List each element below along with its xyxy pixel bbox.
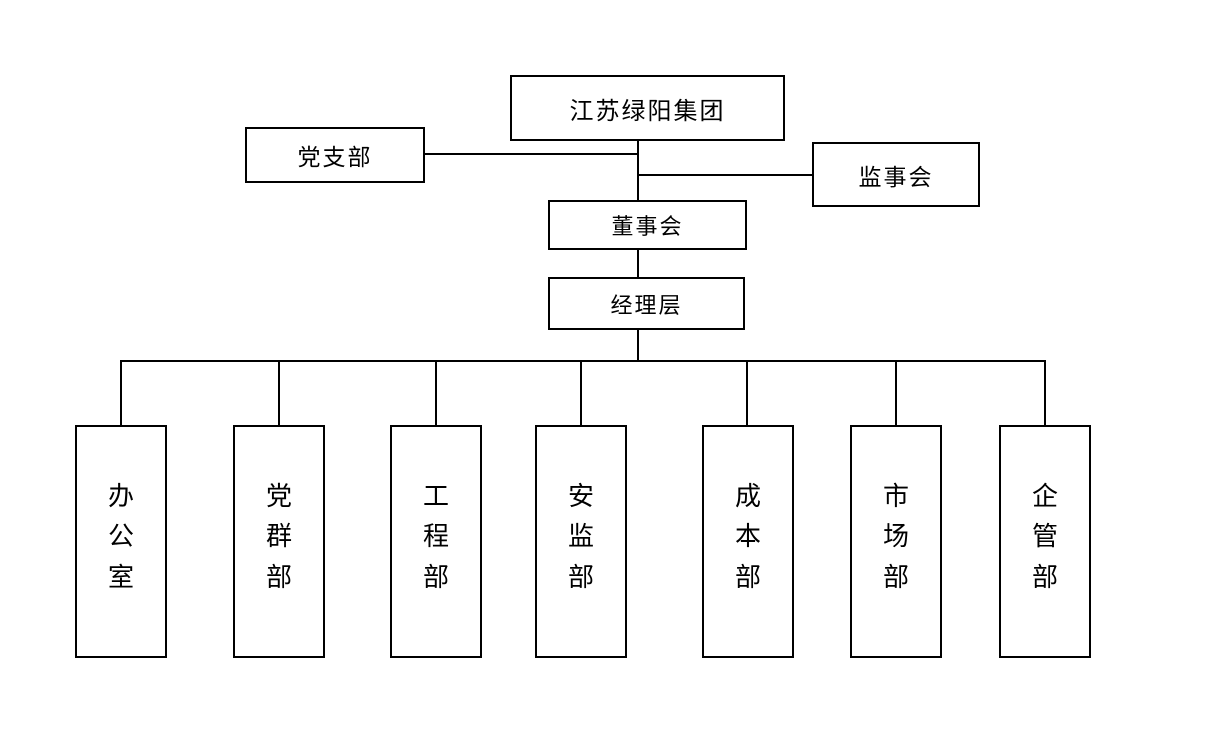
node-department-party-mass: 党群部 (233, 425, 325, 658)
connector-drop-office (120, 362, 122, 425)
node-department-office-label: 办公室 (107, 482, 134, 592)
connector-drop-safety (580, 362, 582, 425)
node-department-safety-label: 安监部 (567, 482, 594, 592)
connector-group-to-board (637, 141, 639, 201)
node-group-label: 江苏绿阳集团 (569, 98, 726, 125)
connector-board-to-management (637, 250, 639, 278)
connector-drop-cost (746, 362, 748, 425)
connector-drop-engineering (435, 362, 437, 425)
connector-drop-party-mass (278, 362, 280, 425)
node-board-of-directors: 董事会 (548, 200, 747, 250)
node-department-cost: 成本部 (702, 425, 794, 658)
node-department-market-label: 市场部 (882, 482, 909, 592)
connector-to-party-branch (425, 153, 639, 155)
node-department-market: 市场部 (850, 425, 942, 658)
node-department-office: 办公室 (75, 425, 167, 658)
node-supervisory-board: 监事会 (812, 142, 980, 207)
node-party-branch: 党支部 (245, 127, 425, 183)
node-department-cost-label: 成本部 (734, 482, 761, 592)
connector-management-to-rail (637, 328, 639, 362)
connector-drop-market (895, 362, 897, 425)
node-department-engineering: 工程部 (390, 425, 482, 658)
node-department-enterprise: 企管部 (999, 425, 1091, 658)
node-group: 江苏绿阳集团 (510, 75, 785, 141)
node-board-of-directors-label: 董事会 (611, 214, 684, 239)
node-management-level: 经理层 (548, 277, 745, 330)
node-department-engineering-label: 工程部 (422, 482, 449, 592)
connector-drop-enterprise (1044, 362, 1046, 425)
node-department-enterprise-label: 企管部 (1031, 482, 1058, 592)
node-management-level-label: 经理层 (610, 292, 683, 318)
connector-department-rail (120, 360, 1046, 362)
node-department-party-mass-label: 党群部 (265, 482, 292, 592)
node-department-safety: 安监部 (535, 425, 627, 658)
node-party-branch-label: 党支部 (297, 145, 373, 170)
node-supervisory-board-label: 监事会 (858, 164, 934, 190)
connector-to-supervisory-board (637, 174, 812, 176)
